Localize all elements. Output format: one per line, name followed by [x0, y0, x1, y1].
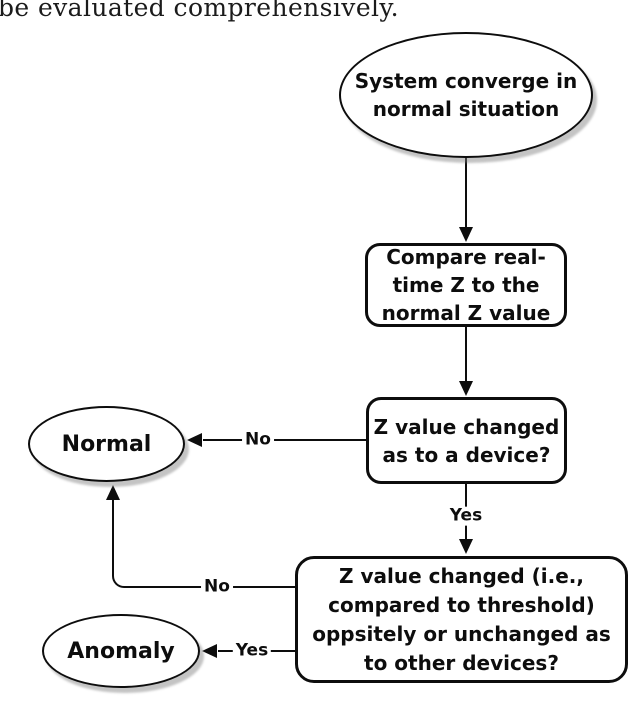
- edge-other-to-normal-vertical-line: [112, 499, 114, 575]
- node-label-other-devices-check: Z value changed (i.e., compared to thres…: [312, 563, 611, 675]
- flowchart-node-device-check: Z value changed as to a device?: [366, 397, 567, 484]
- flowchart-node-other-devices-check: Z value changed (i.e., compared to thres…: [295, 556, 628, 683]
- edge-start-to-compare-line: [465, 157, 467, 229]
- flowchart-node-compare: Compare real- time Z to the normal Z val…: [365, 243, 567, 327]
- flowchart-node-start: System converge in normal situation: [339, 32, 593, 158]
- arrowhead-down-icon: [459, 539, 473, 554]
- edge-compare-to-device-line: [465, 327, 467, 382]
- edge-other-to-normal-elbow: [112, 575, 130, 588]
- node-label-anomaly: Anomaly: [67, 638, 175, 664]
- arrowhead-down-icon: [459, 227, 473, 242]
- document-body-text: be evaluated comprehensively.: [0, 0, 399, 22]
- node-label-normal: Normal: [61, 431, 152, 457]
- edge-label-yes-other-to-anomaly: Yes: [232, 641, 272, 661]
- arrowhead-up-icon: [106, 485, 120, 500]
- flowchart-node-normal: Normal: [28, 406, 185, 482]
- edge-label-no-other-to-normal: No: [201, 577, 233, 597]
- flowchart-node-anomaly: Anomaly: [42, 614, 200, 688]
- arrowhead-down-icon: [459, 381, 473, 396]
- arrowhead-left-icon: [187, 433, 202, 447]
- node-label-device-check: Z value changed as to a device?: [373, 414, 560, 467]
- edge-label-no-device-to-normal: No: [242, 430, 274, 450]
- edge-label-yes-device-to-other: Yes: [446, 506, 486, 526]
- edge-device-to-normal-line: [203, 439, 366, 441]
- node-label-start: System converge in normal situation: [354, 69, 578, 121]
- arrowhead-left-icon: [202, 644, 217, 658]
- node-label-compare: Compare real- time Z to the normal Z val…: [381, 245, 551, 325]
